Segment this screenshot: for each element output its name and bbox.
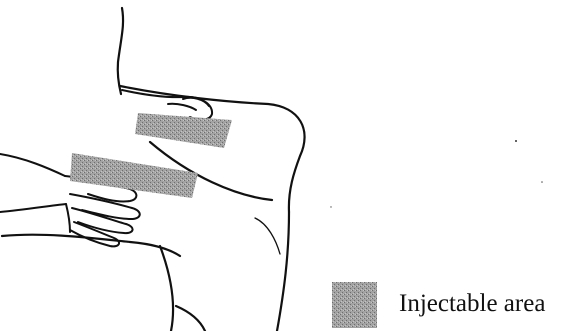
shin-outline — [277, 212, 289, 331]
buttock-outline — [2, 235, 180, 256]
thigh-back-outline — [118, 8, 123, 94]
thigh-front-outline — [120, 86, 305, 212]
knee-crease — [255, 218, 280, 254]
scan-speck — [541, 181, 543, 183]
legend-label: Injectable area — [399, 291, 545, 316]
lower-thigh-outline — [160, 246, 173, 331]
scan-speck — [515, 140, 517, 142]
injectable-area-swatch — [332, 282, 377, 328]
seat-outline — [176, 306, 205, 331]
legend: Injectable area — [332, 281, 545, 329]
scan-speck — [330, 206, 331, 207]
